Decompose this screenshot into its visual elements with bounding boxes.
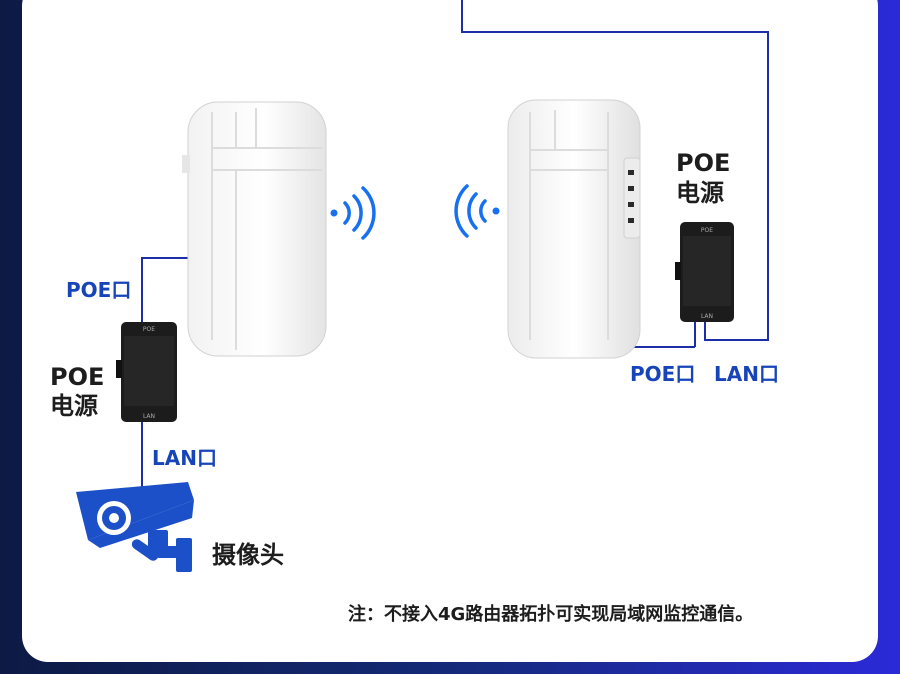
left-bridge-device	[182, 101, 327, 357]
left-poe-port-label: POE口	[66, 278, 132, 302]
left-poe-injector: POE LAN	[116, 322, 177, 422]
wifi-signal-icon	[330, 184, 500, 240]
left-poe-supply-label-line1: POE	[50, 363, 105, 391]
camera-label: 摄像头	[212, 541, 284, 569]
right-poe-supply-label-line2: 电源	[676, 179, 724, 207]
topology-diagram: POE LAN POE LAN	[76, 0, 769, 572]
svg-text:POE: POE	[143, 326, 155, 333]
left-bridge-to-poe-line	[141, 257, 188, 322]
top-uplink-line	[461, 0, 769, 341]
right-bridge-device	[507, 99, 641, 359]
left-lan-port-label: LAN口	[152, 446, 217, 470]
svg-text:POE: POE	[701, 227, 713, 234]
right-poe-supply-label-line1: POE	[676, 149, 731, 177]
svg-text:LAN: LAN	[701, 313, 713, 320]
footnote: 注：不接入4G路由器拓扑可实现局域网监控通信。	[348, 604, 754, 625]
right-lan-port-label: LAN口	[714, 362, 779, 386]
svg-text:LAN: LAN	[143, 413, 155, 420]
camera-icon	[76, 482, 194, 572]
right-poe-port-label: POE口	[630, 362, 696, 386]
diagram-card: POE LAN POE LAN	[22, 0, 878, 662]
left-poe-supply-label-line2: 电源	[50, 392, 98, 420]
right-poe-injector: POE LAN	[675, 222, 734, 322]
